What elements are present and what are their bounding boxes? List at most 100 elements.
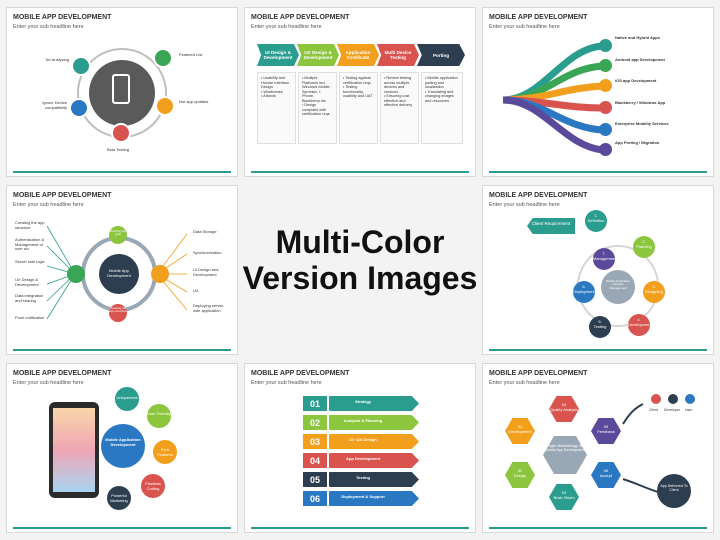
bottom-node-label: Creating the app structure [109,306,127,314]
phone-icon [112,74,130,104]
row-1-label: Strategy [354,399,371,404]
hub-center-label: Mobile App Development [107,268,131,278]
center-circle [89,60,155,126]
item-android: Android app Development [615,57,665,62]
left-item-1: Creating the app structure [15,220,45,230]
row-6-bar [329,491,419,506]
hex-accept [591,462,621,488]
slide-8[interactable]: MOBILE APP DEVELOPMENT Enter your sub he… [482,363,714,533]
slide-title: MOBILE APP DEVELOPMENT [489,192,588,199]
slide-title: MOBILE APP DEVELOPMENT [13,14,112,21]
left-item-5: Data integration and sharing [15,293,44,303]
label-no-analyzing: No Analyzing [45,57,69,62]
slide-4[interactable]: MOBILE APP DEVELOPMENT Enter your sub he… [6,185,238,355]
right-item-5: Deploying server-side application [193,303,225,313]
hex-brainstorm [549,484,579,510]
analyzing-icon [71,56,91,76]
hex-feedback [591,418,621,444]
right-item-4: UX [193,288,199,293]
petal-label-5: Powerful Marketing [110,493,128,503]
top-node-label: Defining the goal [109,229,126,237]
right-item-3: UI Design and Development [193,267,219,277]
stage-porting: Porting [417,44,465,66]
beta-testing-icon [111,123,131,143]
row-1-bar [329,396,419,411]
step-3-label: 3.Designing [645,284,663,294]
center-heading: Multi-Color Version Images [240,224,480,297]
petal-rich-features [153,440,177,464]
column-1: • Usability and Human Interface Design• … [257,72,296,144]
delivered-circle [657,474,691,508]
slide-title: MOBILE APP DEVELOPMENT [13,370,112,377]
step-5 [589,316,611,338]
petal-label-2: User Friendly [147,411,171,416]
label-no-updates: Not app updates [179,99,209,104]
slide-title: MOBILE APP DEVELOPMENT [489,14,588,21]
slide-1[interactable]: MOBILE APP DEVELOPMENT Enter your sub he… [6,7,238,177]
row-2-label: Analysis & Planning [343,418,383,423]
step-2 [633,236,655,258]
step-7-label: 7.Management [593,251,617,261]
row-3-bar [329,434,419,449]
row-6-label: Deployment & Support [341,494,385,499]
petal-label-1: Uniqueness [116,395,138,400]
left-item-6: Push notification [15,315,45,320]
hex-development [505,418,535,444]
step-6 [573,281,595,303]
bottom-node [109,304,127,322]
lifecycle-center-label: Mobile Application Lifecycle Management [605,279,631,290]
slide-5[interactable]: MOBILE APP DEVELOPMENT Enter your sub he… [482,185,714,355]
left-item-3: Server side logic [15,259,45,264]
stage-testing: Multi Device Testing [377,44,419,66]
icon-android [599,59,612,72]
icon-ios [599,79,612,92]
client-requirement: Client Requirement [527,218,575,234]
row-1-number: 01 [303,396,327,411]
petal-label-3: Rich Features [157,447,173,457]
item-blackberry: Blackberry / Windows App [615,100,666,105]
row-3-label: UI / UX Design [349,437,377,442]
person-client: Client [649,408,658,412]
user-avatar [685,394,695,404]
slide-subtitle: Enter your sub headline here [13,202,84,208]
label-beta-testing: Beta Testing [107,147,129,152]
client-avatar [651,394,661,404]
petal-user-friendly [147,404,171,428]
step-2-label: 2.Planning [636,239,652,249]
row-4-bar [329,453,419,468]
left-item-4: UX Design & Development [15,277,39,287]
updates-icon [155,96,175,116]
developer-avatar [668,394,678,404]
item-ios: iOS app Development [615,78,657,83]
slide-3[interactable]: MOBILE APP DEVELOPMENT Enter your sub he… [482,7,714,177]
icon-porting [599,143,612,156]
center-heading-line-2: Version Images [242,259,478,296]
column-4: • Review testing across multiple devices… [380,72,419,144]
item-native: Native and Hybrid Apps [615,35,660,40]
row-5-label: Testing [356,475,370,480]
row-6-number: 06 [303,491,327,506]
petal-powerful-marketing [107,486,131,510]
person-user: User [685,408,693,412]
slide-subtitle: Enter your sub headline here [13,380,84,386]
petal-label-4: Flawless Coding [145,481,161,491]
slide-7[interactable]: MOBILE APP DEVELOPMENT Enter your sub he… [244,363,476,533]
delivered-label: App Delivered To Client [660,484,688,493]
right-item-2: Synchronization [193,250,222,255]
icon-blackberry [599,101,612,114]
slide-2[interactable]: MOBILE APP DEVELOPMENT Enter your sub he… [244,7,476,177]
slide-subtitle: Enter your sub headline here [489,380,560,386]
step-4-label: 4.Development [628,317,652,327]
row-5-bar [329,472,419,487]
icon-native [599,39,612,52]
icon-enterprise [599,123,612,136]
top-node [109,226,127,244]
row-2-number: 02 [303,415,327,430]
slide-6[interactable]: MOBILE APP DEVELOPMENT Enter your sub he… [6,363,238,533]
label-device-compat: Ignore Device compatibility [42,100,67,110]
item-porting: App Porting / Migration [615,140,660,145]
slide-subtitle: Enter your sub headline here [13,24,84,30]
step-5-label: 5.Testing [593,319,607,329]
step-1-label: 1.Definition [587,213,605,223]
